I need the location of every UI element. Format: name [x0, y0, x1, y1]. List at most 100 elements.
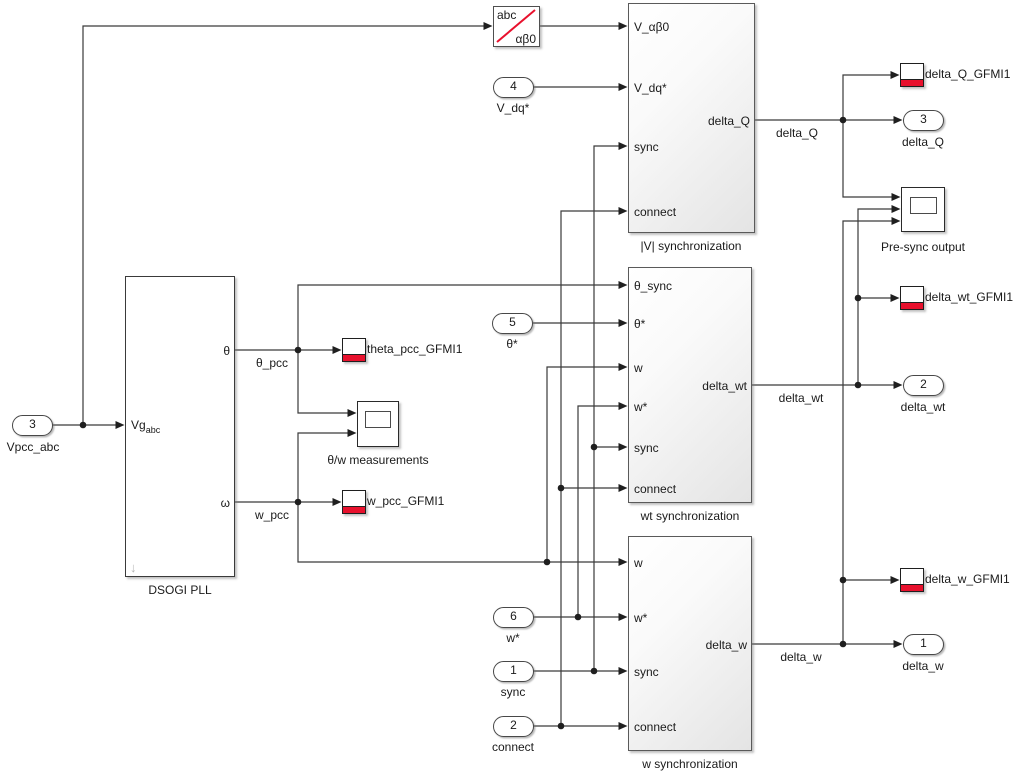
port-sync: sync — [634, 665, 659, 679]
port-vg-abc: Vgabc — [131, 417, 160, 438]
delta-w-tofile-label: delta_w_GFMI1 — [925, 572, 1010, 586]
inport-vpcc-abc[interactable]: 3 — [12, 415, 53, 436]
wire-w-to-wsync — [297, 502, 628, 566]
link-arrow-badge-icon: ↓ — [130, 560, 137, 575]
port-theta-sync: θ_sync — [634, 279, 673, 293]
inport-number: 4 — [510, 79, 517, 93]
inport-w-ref[interactable]: 6 — [493, 607, 534, 628]
signal-label-w-pcc: w_pcc — [254, 508, 290, 522]
w-pcc-tofile-block[interactable] — [342, 490, 366, 514]
presync-scope-block[interactable] — [901, 187, 945, 232]
outport-delta-w[interactable]: 1 — [903, 634, 944, 655]
tofile-red-strip-icon — [343, 506, 365, 513]
delta-w-tofile-block[interactable] — [900, 568, 924, 592]
delta-wt-tofile-block[interactable] — [900, 286, 924, 310]
port-connect: connect — [634, 205, 677, 219]
inport-sync-label: sync — [500, 685, 526, 699]
scope-screen-icon — [910, 197, 937, 214]
wire-wref-to-wtsync — [577, 402, 628, 617]
wire-w-to-wtsync — [546, 363, 628, 562]
dsogi-pll-name: DSOGI PLL — [148, 583, 212, 597]
delta-wt-tofile-label: delta_wt_GFMI1 — [925, 290, 1014, 304]
wt-sync-block[interactable]: θ_sync θ* w w* sync connect delta_wt — [628, 267, 752, 503]
inport-number: 2 — [510, 718, 517, 732]
alphabeta-label: αβ0 — [515, 32, 536, 46]
abc-to-alphabeta-block[interactable]: abc αβ0 — [493, 6, 540, 47]
signal-label-delta-w: delta_w — [780, 650, 822, 664]
outport-delta-w-label: delta_w — [902, 659, 944, 673]
port-sync: sync — [634, 140, 659, 154]
inport-theta-ref[interactable]: 5 — [492, 313, 533, 334]
wire-deltaq-to-scope — [842, 120, 901, 201]
port-v-dq: V_dq* — [634, 81, 667, 95]
inport-vdq-label: V_dq* — [496, 101, 530, 115]
signal-label-theta-pcc: θ_pcc — [255, 356, 289, 370]
signal-label-delta-wt: delta_wt — [778, 391, 824, 405]
delta-q-tofile-block[interactable] — [900, 63, 924, 87]
w-sync-name: w synchronization — [642, 757, 738, 771]
port-v-ab0: V_αβ0 — [634, 20, 670, 34]
delta-q-tofile-label: delta_Q_GFMI1 — [925, 67, 1011, 81]
presync-scope-label: Pre-sync output — [880, 240, 966, 254]
red-diagonal-icon — [496, 9, 536, 43]
wire-vpcc-branch-to-abc — [82, 22, 493, 425]
theta-w-scope-label: θ/w measurements — [327, 453, 429, 467]
tofile-red-strip-icon — [343, 354, 365, 361]
inport-w-ref-label: w* — [506, 631, 520, 645]
inport-vdq[interactable]: 4 — [493, 77, 534, 98]
v-sync-block[interactable]: V_αβ0 V_dq* sync connect delta_Q — [628, 3, 755, 233]
vg-main: Vg — [131, 418, 146, 432]
port-theta-ref: θ* — [634, 317, 646, 331]
port-delta-q-out: delta_Q — [707, 114, 750, 128]
outport-delta-wt-label: delta_wt — [900, 400, 946, 414]
scope-screen-icon — [365, 411, 391, 428]
outport-delta-q[interactable]: 3 — [903, 110, 944, 131]
vg-subscript: abc — [145, 425, 161, 435]
port-sync: sync — [634, 441, 659, 455]
inport-number: 6 — [510, 609, 517, 623]
wire-theta-sync-branch — [297, 281, 628, 350]
outport-delta-q-label: delta_Q — [901, 135, 945, 149]
port-connect: connect — [634, 482, 677, 496]
port-w: w — [634, 361, 643, 375]
w-sync-block[interactable]: w w* sync connect delta_w — [628, 536, 752, 751]
inport-sync[interactable]: 1 — [493, 661, 534, 682]
v-sync-name: |V| synchronization — [640, 239, 742, 253]
port-w: w — [634, 556, 643, 570]
inport-number: 5 — [509, 315, 516, 329]
inport-number: 3 — [29, 417, 36, 431]
wire-deltawt-to-scope — [857, 205, 901, 385]
signal-label-delta-q: delta_Q — [775, 126, 819, 140]
port-delta-wt-out: delta_wt — [702, 379, 747, 393]
wire-deltaq-to-file — [842, 71, 900, 120]
port-delta-w-out: delta_w — [705, 638, 747, 652]
port-w-ref: w* — [634, 611, 648, 625]
wire-theta-scope-branch — [297, 350, 357, 417]
inport-connect-label: connect — [491, 740, 535, 754]
wire-omega-scope-branch — [297, 429, 357, 502]
tofile-red-strip-icon — [901, 302, 923, 309]
wt-sync-name: wt synchronization — [640, 509, 740, 523]
outport-number: 3 — [920, 112, 927, 126]
theta-pcc-tofile-label: theta_pcc_GFMI1 — [367, 342, 463, 356]
theta-pcc-tofile-block[interactable] — [342, 338, 366, 362]
abc-label: abc — [497, 8, 517, 22]
inport-theta-ref-label: θ* — [506, 337, 518, 351]
branch-dots — [79, 116, 862, 730]
tofile-red-strip-icon — [901, 79, 923, 86]
wire-sync-to-vsync — [593, 142, 628, 671]
wire-deltaw-to-scope — [842, 217, 901, 644]
dsogi-pll-block[interactable]: Vgabc θ ω ↓ — [125, 276, 235, 577]
tofile-red-strip-icon — [901, 584, 923, 591]
theta-w-scope-block[interactable] — [357, 401, 399, 447]
outport-delta-wt[interactable]: 2 — [903, 375, 944, 396]
inport-connect[interactable]: 2 — [493, 716, 534, 737]
w-pcc-tofile-label: w_pcc_GFMI1 — [367, 494, 445, 508]
wire-connect-to-vsync — [560, 207, 628, 726]
port-connect: connect — [634, 720, 677, 734]
port-theta-out: θ — [223, 344, 230, 358]
inport-vpcc-abc-label: Vpcc_abc — [6, 440, 60, 454]
inport-number: 1 — [510, 663, 517, 677]
